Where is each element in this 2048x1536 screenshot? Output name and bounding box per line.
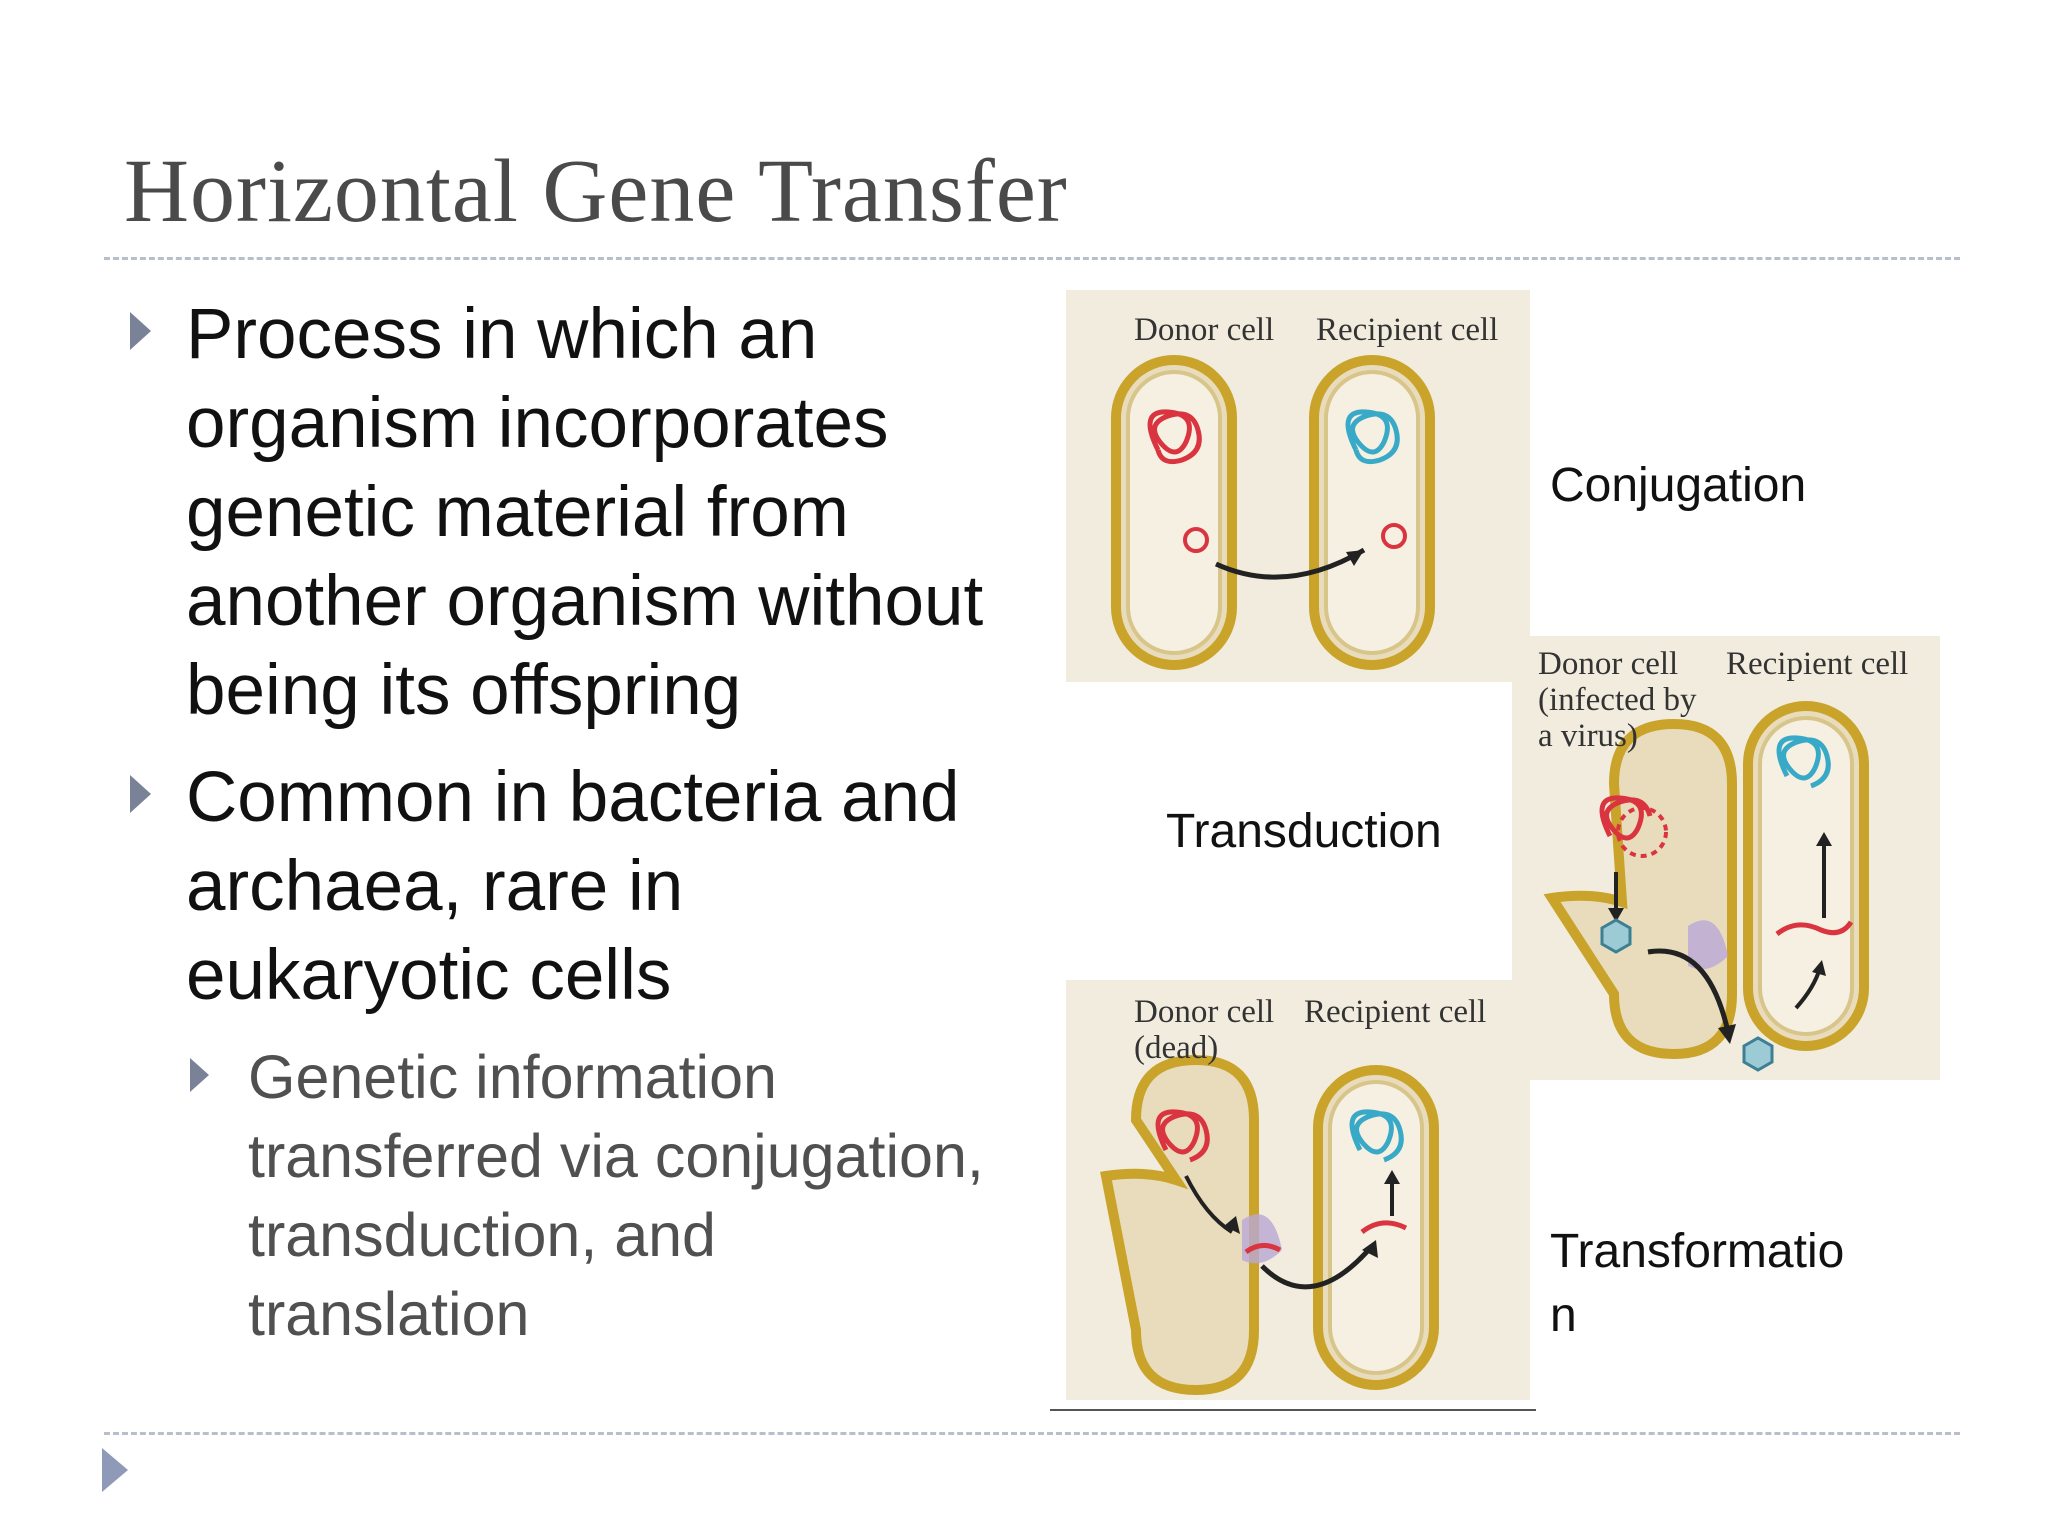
transformation-recipient-label: Recipient cell bbox=[1304, 994, 1487, 1030]
sub-bullet-text: Genetic information transferred via conj… bbox=[248, 1043, 984, 1348]
transformation-illustration: Donor cell (dead) Recipient cell bbox=[1066, 980, 1530, 1400]
footer-divider bbox=[104, 1432, 1960, 1435]
transformation-cells-diagram bbox=[1100, 1054, 1439, 1396]
bullet-list: Process in which an organism incorporate… bbox=[124, 290, 1004, 1354]
title-divider bbox=[104, 257, 1960, 260]
transduction-cells-diagram bbox=[1543, 701, 1869, 1072]
transformation-caption: Transformatio n bbox=[1550, 1225, 1845, 1342]
transduction-illustration: Donor cell (infected by a virus) Recipie… bbox=[1512, 636, 1940, 1080]
transformation-donor-label: Donor cell (dead) bbox=[1134, 994, 1275, 1066]
conjugation-recipient-label: Recipient cell bbox=[1316, 312, 1499, 348]
transduction-caption: Transduction bbox=[1166, 805, 1442, 858]
transduction-donor-label: Donor cell (infected by a virus) bbox=[1538, 646, 1697, 754]
slide-title: Horizontal Gene Transfer bbox=[124, 142, 1068, 241]
bullet-item: Process in which an organism incorporate… bbox=[124, 290, 1004, 735]
conjugation-caption: Conjugation bbox=[1550, 459, 1807, 512]
bullet-text: Process in which an organism incorporate… bbox=[186, 295, 984, 730]
sub-bullet-item: Genetic information transferred via conj… bbox=[124, 1038, 1004, 1354]
bullet-text: Common in bacteria and archaea, rare in … bbox=[186, 758, 960, 1015]
conjugation-illustration: Donor cell Recipient cell bbox=[1066, 290, 1530, 682]
footer-arrow-icon bbox=[102, 1448, 128, 1492]
conjugation-donor-label: Donor cell bbox=[1134, 312, 1275, 348]
transduction-recipient-label: Recipient cell bbox=[1726, 646, 1909, 682]
conjugation-cells-diagram bbox=[1111, 355, 1435, 670]
bullet-arrow-icon bbox=[190, 1058, 209, 1092]
bullet-arrow-icon bbox=[130, 775, 151, 813]
bullet-item: Common in bacteria and archaea, rare in … bbox=[124, 753, 1004, 1020]
bullet-arrow-icon bbox=[130, 312, 151, 350]
figure-baseline bbox=[1050, 1409, 1536, 1411]
